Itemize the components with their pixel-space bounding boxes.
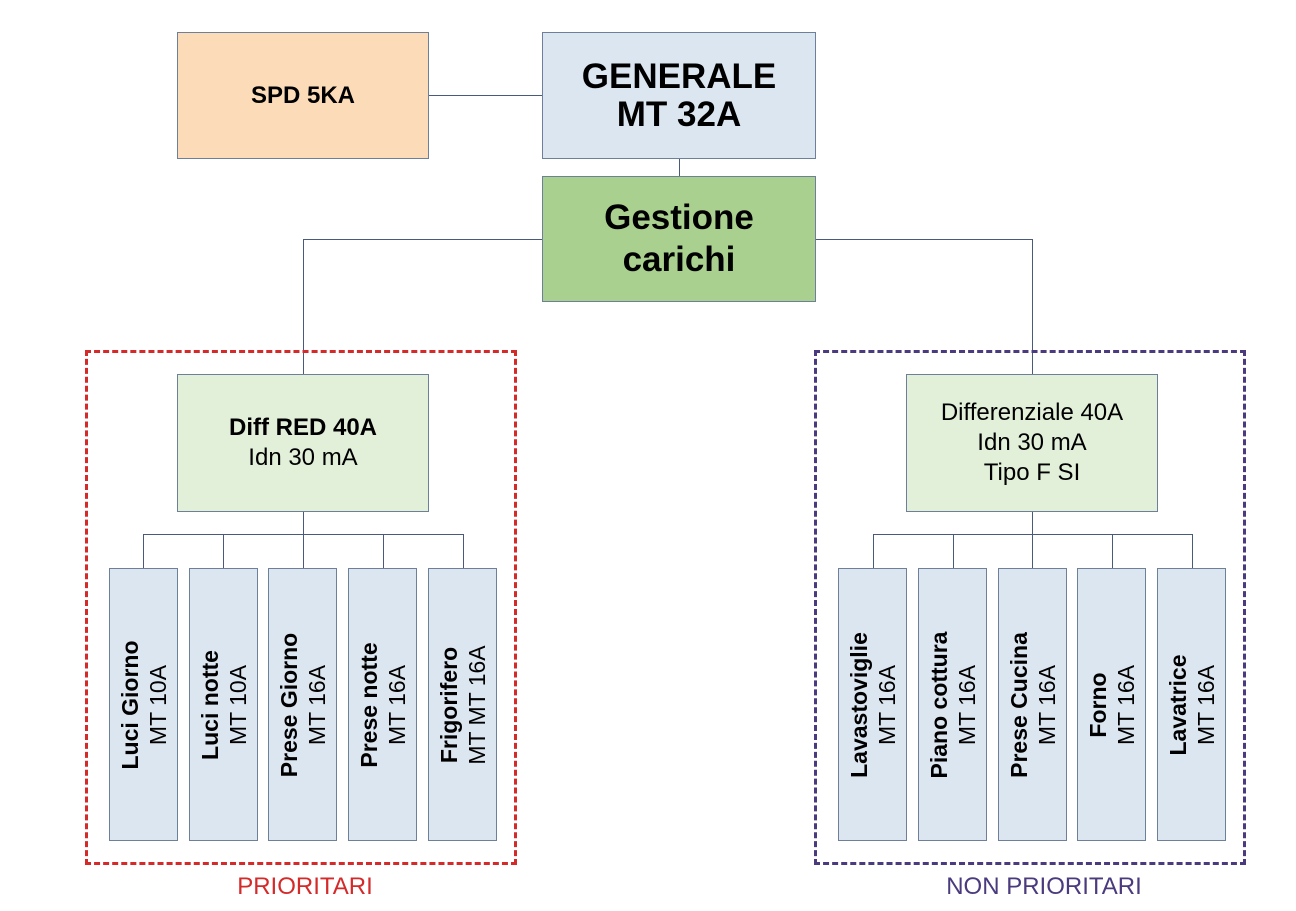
circuit-rating: MT 10A (224, 664, 251, 745)
group-non-prioritari-label: NON PRIORITARI (946, 873, 1142, 900)
circuit-name: Lavatrice (1164, 653, 1191, 756)
circuit-name: Piano cottura (925, 631, 952, 778)
circuit-rating: MT 16A (953, 664, 980, 745)
drop-nonprio-4 (1112, 534, 1113, 568)
circuit-name: Prese notte (355, 641, 382, 768)
drop-nonprio-1 (873, 534, 874, 568)
connector-gestione-right (815, 239, 1032, 240)
connector-diff-nonprio-bus (1032, 511, 1033, 568)
diff-red-box: Diff RED 40A Idn 30 mA (177, 374, 429, 512)
drop-nonprio-2 (953, 534, 954, 568)
diff-red-line2: Idn 30 mA (248, 444, 358, 471)
spd-label: SPD 5KA (250, 81, 356, 109)
group-non-prioritari (814, 350, 1246, 865)
circuit-name: Lavastoviglie (845, 631, 872, 778)
circuit-name: Prese Cucina (1005, 631, 1032, 778)
connector-generale-gestione (679, 158, 680, 177)
circuit-rating: MT 16A (303, 664, 330, 745)
gestione-line2: carichi (622, 240, 736, 279)
circuit-name: Frigorifero (435, 646, 462, 763)
generale-box: GENERALE MT 32A (542, 32, 816, 159)
differenziale-line1: Differenziale 40A (940, 399, 1124, 426)
bus-non-prioritari (873, 534, 1192, 535)
circuit-name: Forno (1084, 671, 1111, 738)
differenziale-line3: Tipo F SI (983, 459, 1081, 486)
connector-diff-red-bus (303, 511, 304, 568)
circuit-rating: MT 16A (1112, 664, 1139, 745)
circuit-rating: MT 16A (383, 664, 410, 745)
connector-gestione-left (303, 239, 543, 240)
drop-prioritari-2 (223, 534, 224, 568)
group-prioritari (85, 350, 517, 865)
group-prioritari-label: PRIORITARI (237, 873, 373, 900)
circuit-rating: MT 16A (873, 664, 900, 745)
circuit-name: Prese Giorno (275, 632, 302, 777)
connector-right-down (1032, 239, 1033, 375)
spd-box: SPD 5KA (177, 32, 429, 159)
differenziale-line2: Idn 30 mA (977, 429, 1087, 456)
bus-prioritari (143, 534, 463, 535)
drop-prioritari-5 (463, 534, 464, 568)
diff-red-line1: Diff RED 40A (228, 414, 378, 441)
connector-spd-generale (429, 95, 543, 96)
circuit-rating: MT 16A (1033, 664, 1060, 745)
circuit-name: Luci notte (196, 649, 223, 760)
drop-prioritari-1 (143, 534, 144, 568)
gestione-carichi-box: Gestione carichi (542, 176, 816, 302)
circuit-rating: MT 10A (144, 664, 171, 745)
drop-nonprio-5 (1192, 534, 1193, 568)
generale-line2: MT 32A (616, 94, 742, 134)
circuit-rating: MT 16A (1192, 664, 1219, 745)
circuit-rating: MT MT 16A (463, 644, 490, 765)
generale-line1: GENERALE (581, 56, 777, 96)
gestione-line1: Gestione (604, 198, 754, 237)
circuit-name: Luci Giorno (116, 639, 143, 770)
drop-prioritari-4 (383, 534, 384, 568)
connector-left-down (303, 239, 304, 375)
differenziale-box: Differenziale 40A Idn 30 mA Tipo F SI (906, 374, 1158, 512)
